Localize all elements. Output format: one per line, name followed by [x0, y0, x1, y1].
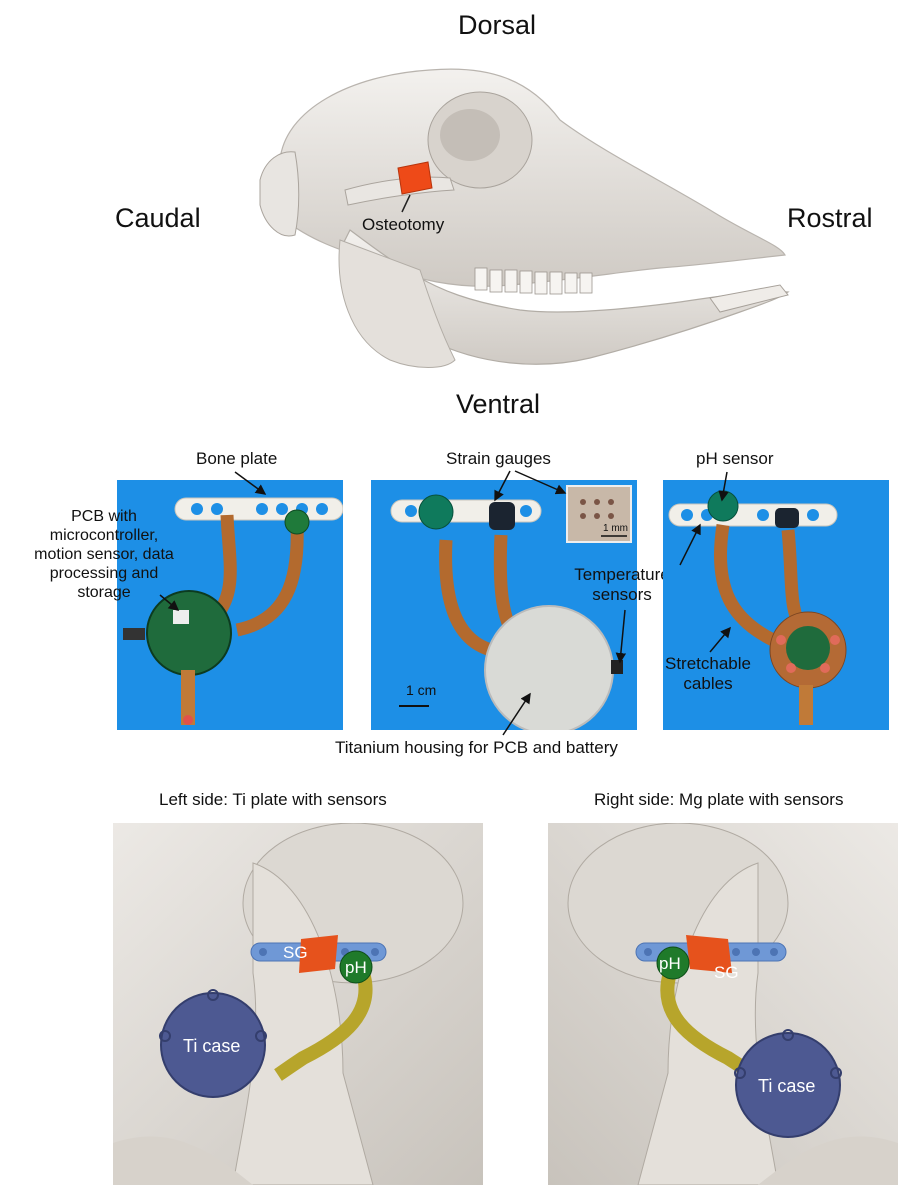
- left-sg-text: SG: [283, 943, 308, 963]
- ventral-label: Ventral: [456, 389, 540, 420]
- right-ti-case-text: Ti case: [758, 1076, 815, 1097]
- inset-scale-label: 1 mm: [603, 523, 628, 534]
- stretchable-label-line1: Stretchable: [658, 654, 758, 674]
- scale-bar-label: 1 cm: [406, 682, 436, 698]
- right-ph-text: pH: [659, 954, 681, 974]
- left-render-title: Left side: Ti plate with sensors: [159, 790, 387, 810]
- housing-caption: Titanium housing for PCB and battery: [335, 738, 618, 758]
- skull-illustration: [240, 40, 800, 410]
- ph-sensor-label: pH sensor: [696, 449, 773, 469]
- rostral-label: Rostral: [787, 203, 873, 234]
- osteotomy-label: Osteotomy: [362, 215, 444, 235]
- right-render: [548, 823, 898, 1185]
- pcb-label-line2: microcontroller,: [0, 526, 208, 545]
- osteotomy-segment: [398, 162, 432, 194]
- pcb-label-line1: PCB with: [0, 507, 208, 526]
- pcb-label-line3: motion sensor, data: [0, 545, 208, 564]
- right-sg-text: SG: [714, 963, 739, 983]
- strain-gauges-label: Strain gauges: [446, 449, 551, 469]
- pcb-label-line5: storage: [0, 583, 208, 602]
- left-render: [113, 823, 483, 1185]
- dorsal-label: Dorsal: [458, 10, 536, 41]
- caudal-label: Caudal: [115, 203, 201, 234]
- bone-plate-label: Bone plate: [196, 449, 277, 469]
- skull-figure: [240, 40, 800, 410]
- left-render-illustration: [113, 823, 483, 1185]
- pcb-label-block: PCB with microcontroller, motion sensor,…: [0, 507, 208, 602]
- left-ti-case-text: Ti case: [183, 1036, 240, 1057]
- right-render-title: Right side: Mg plate with sensors: [594, 790, 843, 810]
- stretchable-label-block: Stretchable cables: [658, 654, 758, 694]
- pcb-label-line4: processing and: [0, 564, 208, 583]
- stretchable-label-line2: cables: [658, 674, 758, 694]
- right-render-illustration: [548, 823, 898, 1185]
- left-ph-text: pH: [345, 958, 367, 978]
